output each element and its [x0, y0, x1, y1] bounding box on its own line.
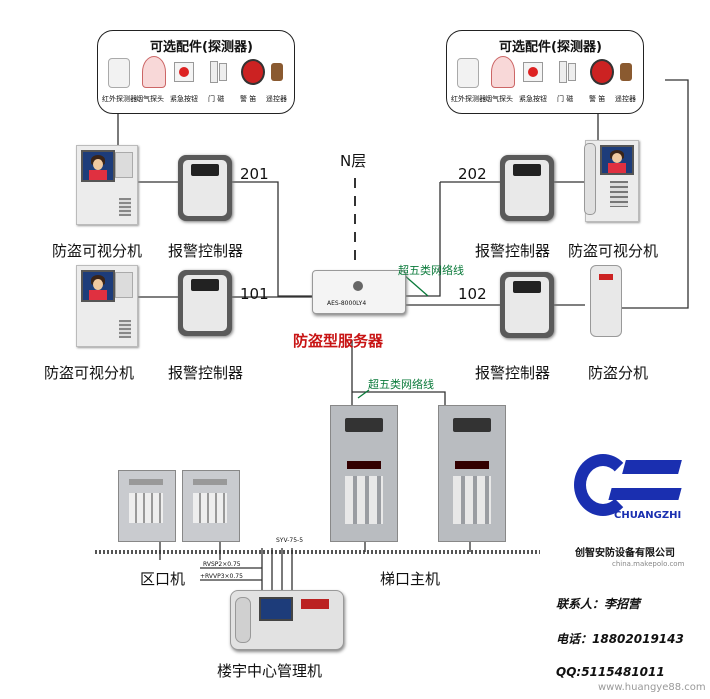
stair-host-panel-1: [330, 405, 398, 542]
alarm-controller-102: [500, 272, 554, 338]
logo-company: 创智安防设备有限公司: [575, 548, 675, 559]
label-center-manager: 楼宇中心管理机: [217, 662, 323, 680]
logo-c-icon: [574, 454, 632, 516]
label-extension-bottom-right: 防盗分机: [588, 364, 649, 382]
label-alarm-controller-bottom-left: 报警控制器: [168, 364, 244, 382]
logo-brand: CHUANGZHI: [614, 510, 682, 521]
acc-label-0: 红外探测器: [102, 95, 137, 103]
siren-icon: [590, 59, 614, 85]
extension-bottom-right: [590, 265, 622, 337]
cable-rvsp: RVSP2×0.75: [203, 561, 241, 568]
visual-extension-top-left: [76, 145, 138, 225]
acc-label-0: 红外探测器: [451, 95, 486, 103]
door-magnet-icon: [210, 61, 218, 83]
label-alarm-controller-top-right: 报警控制器: [475, 242, 551, 260]
label-alarm-controller-bottom-right: 报警控制器: [475, 364, 551, 382]
acc-label-5: 遥控器: [615, 95, 636, 103]
pir-detector-icon: [108, 58, 130, 88]
accessories-title: 可选配件(探测器): [150, 40, 253, 55]
label-stair-host: 梯口主机: [380, 570, 441, 588]
district-gate-panel-2: [182, 470, 240, 542]
contact-phone: 电话：18802019143: [556, 632, 684, 646]
label-visual-extension-bottom-left: 防盗可视分机: [44, 364, 135, 382]
contact-qq: QQ:5115481011: [556, 665, 665, 679]
accessories-box-right: 可选配件(探测器) 红外探测器 烟气探头 紧急按钮 门 磁 警 笛 遥控器: [446, 30, 644, 114]
unit-202: 202: [458, 165, 487, 183]
server-model: AES-8000LY4: [327, 300, 367, 307]
pir-detector-icon: [457, 58, 479, 88]
siren-icon: [241, 59, 265, 85]
contact-person: 联系人：李招营: [556, 597, 641, 611]
acc-label-1: 烟气探头: [485, 95, 513, 103]
door-magnet-icon: [559, 61, 567, 83]
acc-label-3: 门 磁: [557, 95, 574, 103]
acc-label-5: 遥控器: [266, 95, 287, 103]
acc-label-2: 紧急按钮: [170, 95, 198, 103]
label-alarm-controller-top-left: 报警控制器: [168, 242, 244, 260]
unit-101: 101: [240, 285, 269, 303]
smoke-detector-icon: [491, 56, 515, 88]
acc-label-3: 门 磁: [208, 95, 225, 103]
visual-extension-bottom-left: [76, 265, 138, 347]
wire-acc-right-to-ext: [622, 79, 689, 309]
cable-label-top: 超五类网络线: [398, 264, 464, 277]
accessories-title-right: 可选配件(探测器): [499, 40, 602, 55]
security-server: AES-8000LY4: [312, 270, 406, 314]
district-gate-panel-1: [118, 470, 176, 542]
floor-label: N层: [340, 152, 367, 170]
center-manager-device: [230, 590, 344, 650]
cable-rvvp: +RVVP3×0.75: [200, 573, 243, 580]
unit-201: 201: [240, 165, 269, 183]
acc-label-4: 警 笛: [589, 95, 606, 103]
smoke-detector-icon: [142, 56, 166, 88]
logo-site: china.makepolo.com: [612, 560, 685, 568]
label-server: 防盗型服务器: [293, 332, 384, 350]
emergency-button-icon: [174, 62, 194, 82]
alarm-controller-201: [178, 155, 232, 221]
label-visual-extension-top-left: 防盗可视分机: [52, 242, 143, 260]
alarm-controller-101: [178, 270, 232, 336]
cable-syv: SYV-75-5: [276, 537, 304, 544]
accessories-box-left: 可选配件(探测器) 红外探测器 烟气探头 紧急按钮 门 磁 警 笛 遥控器: [97, 30, 295, 114]
watermark: www.huangye88.com: [598, 682, 706, 693]
door-magnet-icon-2: [568, 63, 576, 81]
logo-z-icon: [622, 460, 682, 474]
acc-label-1: 烟气探头: [136, 95, 164, 103]
server-logo-icon: [353, 281, 363, 291]
visual-extension-top-right: [584, 140, 639, 222]
emergency-button-icon: [523, 62, 543, 82]
cable-label-mid: 超五类网络线: [368, 378, 434, 391]
remote-icon: [620, 63, 632, 81]
unit-102: 102: [458, 285, 487, 303]
door-magnet-icon-2: [219, 63, 227, 81]
acc-label-2: 紧急按钮: [519, 95, 547, 103]
alarm-controller-202: [500, 155, 554, 221]
brand-logo: CHUANGZHI: [570, 452, 688, 524]
acc-label-4: 警 笛: [240, 95, 257, 103]
stair-host-panel-2: [438, 405, 506, 542]
remote-icon: [271, 63, 283, 81]
label-visual-extension-top-right: 防盗可视分机: [568, 242, 659, 260]
label-district-gate: 区口机: [140, 570, 186, 588]
